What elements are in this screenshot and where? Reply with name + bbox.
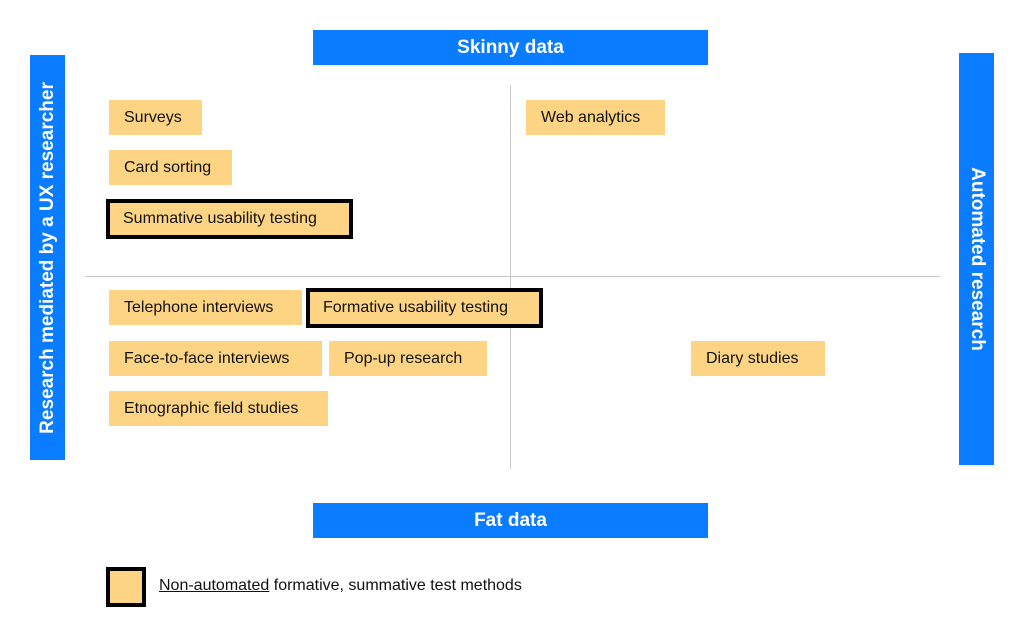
method-face-to-face-interviews: Face-to-face interviews (109, 341, 322, 376)
axis-bottom-fat-data: Fat data (313, 503, 708, 538)
legend-swatch (106, 567, 146, 607)
axis-top-label: Skinny data (457, 36, 564, 58)
axis-left-label: Research mediated by a UX researcher (36, 81, 58, 434)
method-label: Formative usability testing (323, 299, 508, 316)
axis-bottom-label: Fat data (474, 509, 547, 531)
legend-underlined-text: Non-automated (159, 577, 270, 594)
method-surveys: Surveys (109, 100, 202, 135)
method-label: Surveys (124, 108, 182, 126)
method-etnographic-field-studies: Etnographic field studies (109, 391, 328, 426)
method-pop-up-research: Pop-up research (329, 341, 487, 376)
method-label: Card sorting (124, 158, 212, 176)
method-summative-usability-testing: Summative usability testing (106, 199, 353, 239)
axis-top-skinny-data: Skinny data (313, 30, 708, 65)
method-web-analytics: Web analytics (526, 100, 665, 135)
method-label: Summative usability testing (123, 210, 317, 227)
method-card-sorting: Card sorting (109, 150, 232, 185)
legend-rest-text: formative, summative test methods (269, 577, 522, 594)
method-label: Face-to-face interviews (124, 349, 290, 367)
method-label: Pop-up research (344, 349, 463, 367)
method-label: Telephone interviews (124, 298, 274, 316)
method-label: Etnographic field studies (124, 399, 299, 417)
vertical-divider (510, 85, 511, 469)
axis-right-label: Automated research (966, 167, 988, 351)
method-label: Diary studies (706, 349, 799, 367)
method-telephone-interviews: Telephone interviews (109, 290, 302, 325)
method-formative-usability-testing: Formative usability testing (306, 288, 543, 328)
method-label: Web analytics (541, 108, 641, 126)
axis-left-ux-researcher: Research mediated by a UX researcher (30, 55, 65, 460)
method-diary-studies: Diary studies (691, 341, 825, 376)
legend-text: Non-automated formative, summative test … (159, 577, 522, 595)
horizontal-divider (85, 276, 940, 277)
axis-right-automated: Automated research (959, 53, 994, 465)
